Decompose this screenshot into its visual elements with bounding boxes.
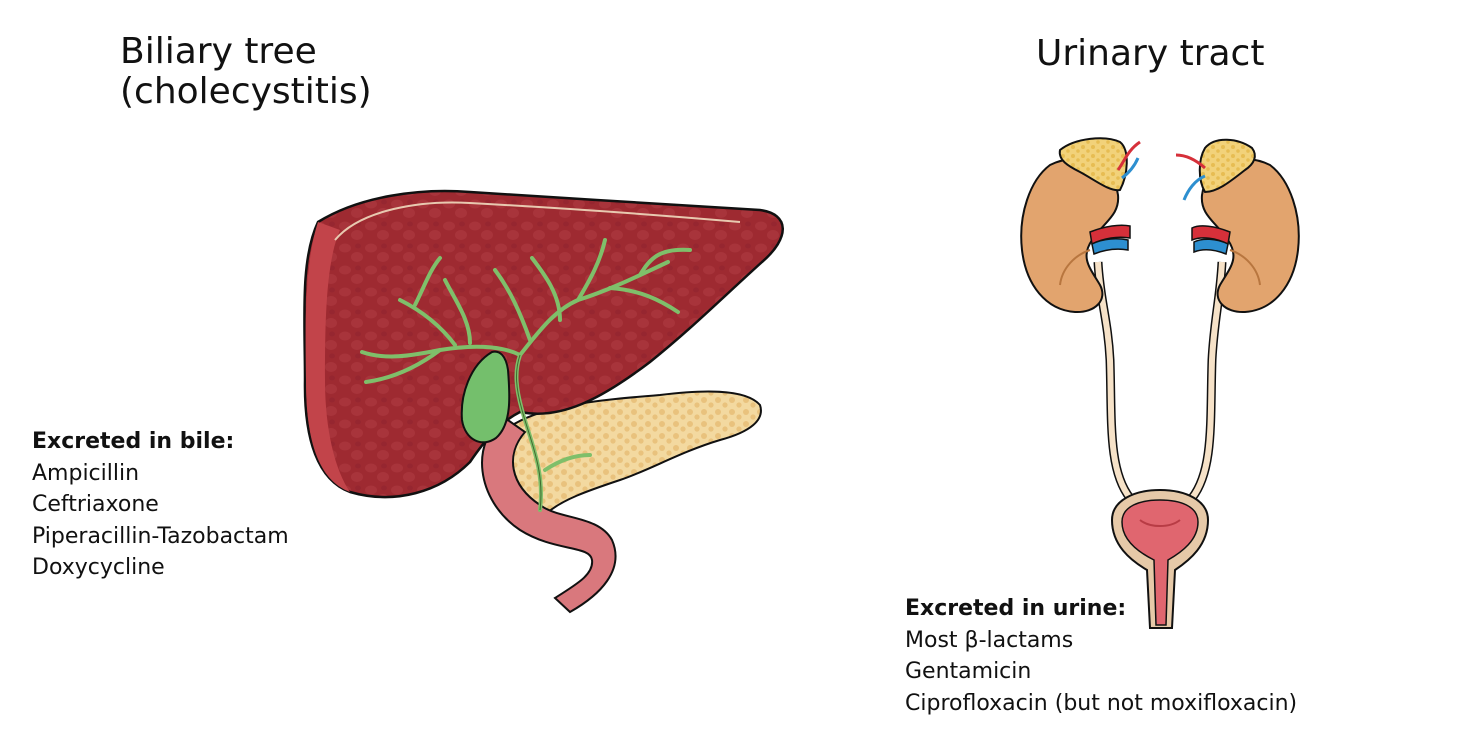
urine-drug-item: Most β-lactams (905, 627, 1074, 653)
bile-drug-item: Piperacillin-Tazobactam (32, 523, 289, 549)
liver-illustration (303, 189, 784, 614)
urine-excretion-list: Excreted in urine: Most β-lactams Gentam… (905, 593, 1297, 719)
urine-list-heading: Excreted in urine: (905, 596, 1127, 621)
bile-excretion-list: Excreted in bile: Ampicillin Ceftriaxone… (32, 426, 289, 584)
right-adrenal (1198, 138, 1256, 194)
urinary-title: Urinary tract (1036, 33, 1265, 74)
bile-drug-item: Doxycycline (32, 555, 165, 580)
urinary-illustration (1020, 137, 1300, 629)
biliary-title: Biliary tree (cholecystitis) (120, 32, 520, 112)
bile-drug-item: Ceftriaxone (32, 492, 159, 517)
left-adrenal (1058, 137, 1128, 192)
bile-drug-item: Ampicillin (32, 460, 140, 486)
gallbladder (460, 350, 511, 444)
urine-drug-item: Gentamicin (905, 659, 1032, 684)
urine-drug-item: Ciprofloxacin (but not moxifloxacin) (905, 690, 1298, 716)
liver (303, 189, 784, 499)
liver-edge (305, 222, 350, 492)
biliary-title-line1: Biliary tree (120, 31, 317, 72)
biliary-title-line2: (cholecystitis) (120, 71, 372, 112)
bile-list-heading: Excreted in bile: (32, 429, 235, 454)
